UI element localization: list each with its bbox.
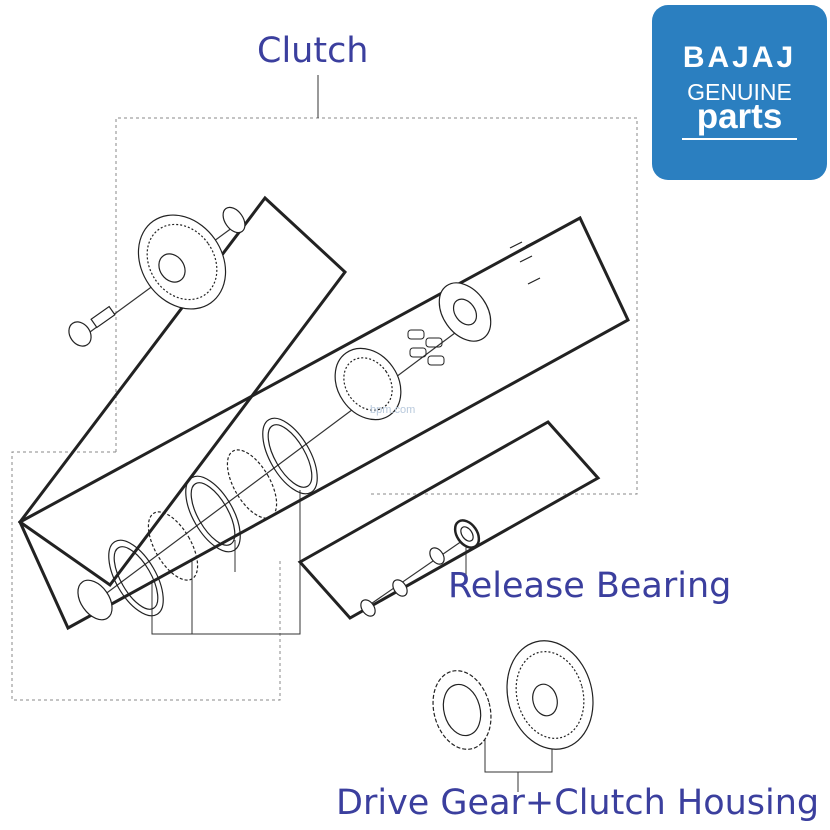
release-washer-2: [392, 579, 408, 597]
dashed-group-frames: [11, 117, 638, 701]
drive-gear-clutch-housing-label: Drive Gear+Clutch Housing: [336, 783, 820, 823]
plates-group-frame: [11, 451, 281, 701]
spring-4: [427, 355, 445, 366]
friction-plate-2-inner: [190, 482, 236, 546]
release-bearing-bore: [460, 526, 474, 542]
spring-1: [407, 329, 425, 340]
release-box: [297, 420, 601, 620]
bolt-2: [525, 239, 539, 247]
thrust-washer: [222, 206, 246, 234]
clutch-hub-assembly: [334, 282, 492, 421]
pressure-disc: [77, 579, 113, 621]
clutch-hub-splines: [343, 357, 393, 411]
steel-plate-1: [147, 511, 199, 581]
bolt-4: [527, 277, 541, 285]
housing-nut: [68, 321, 92, 347]
bolt-1: [509, 241, 523, 249]
steel-plate-2: [226, 449, 278, 519]
clutch-housing-top: [68, 206, 246, 347]
pressure-plate-center: [452, 298, 478, 326]
logo-brand: BAJAJ: [682, 41, 797, 74]
clutch-springs: [407, 329, 445, 366]
logo-parts: parts: [696, 97, 783, 136]
friction-plate-3-inner: [267, 424, 313, 488]
spacer-sleeve: [90, 305, 116, 329]
release-bearing-label: Release Bearing: [448, 566, 732, 606]
clutch-bolts: [509, 239, 541, 285]
main-axis: [99, 317, 476, 599]
spring-3: [409, 347, 427, 358]
logo-genuine: GENUINE: [687, 79, 792, 105]
release-washer-3: [360, 599, 376, 617]
clutch-housing-hub: [158, 253, 186, 283]
clutch-plates: [77, 417, 318, 621]
assembly-boxes: [17, 195, 630, 631]
friction-plate-3: [262, 417, 318, 495]
release-axis: [364, 531, 476, 609]
release-washer-1: [429, 547, 445, 565]
friction-plate-2: [185, 475, 241, 553]
bolt-3: [519, 255, 533, 263]
clutch-housing-bottom-hub: [532, 683, 558, 717]
main-clutch-box: [18, 215, 630, 631]
bajaj-genuine-parts-logo: BAJAJ GENUINE parts: [652, 5, 827, 180]
drive-gear-hub: [442, 683, 482, 737]
clutch-group-frame: [115, 117, 638, 495]
watermark: bpm.com: [370, 404, 416, 416]
release-bearing-assembly: [360, 519, 481, 617]
clutch-label: Clutch: [257, 31, 369, 71]
friction-plate-1-inner: [113, 546, 159, 610]
callout-leaders: [151, 75, 553, 792]
friction-plate-1: [108, 539, 164, 617]
logo-underline: [682, 138, 797, 140]
spring-2: [425, 337, 443, 348]
drive-gear-housing-assembly: [432, 640, 594, 750]
